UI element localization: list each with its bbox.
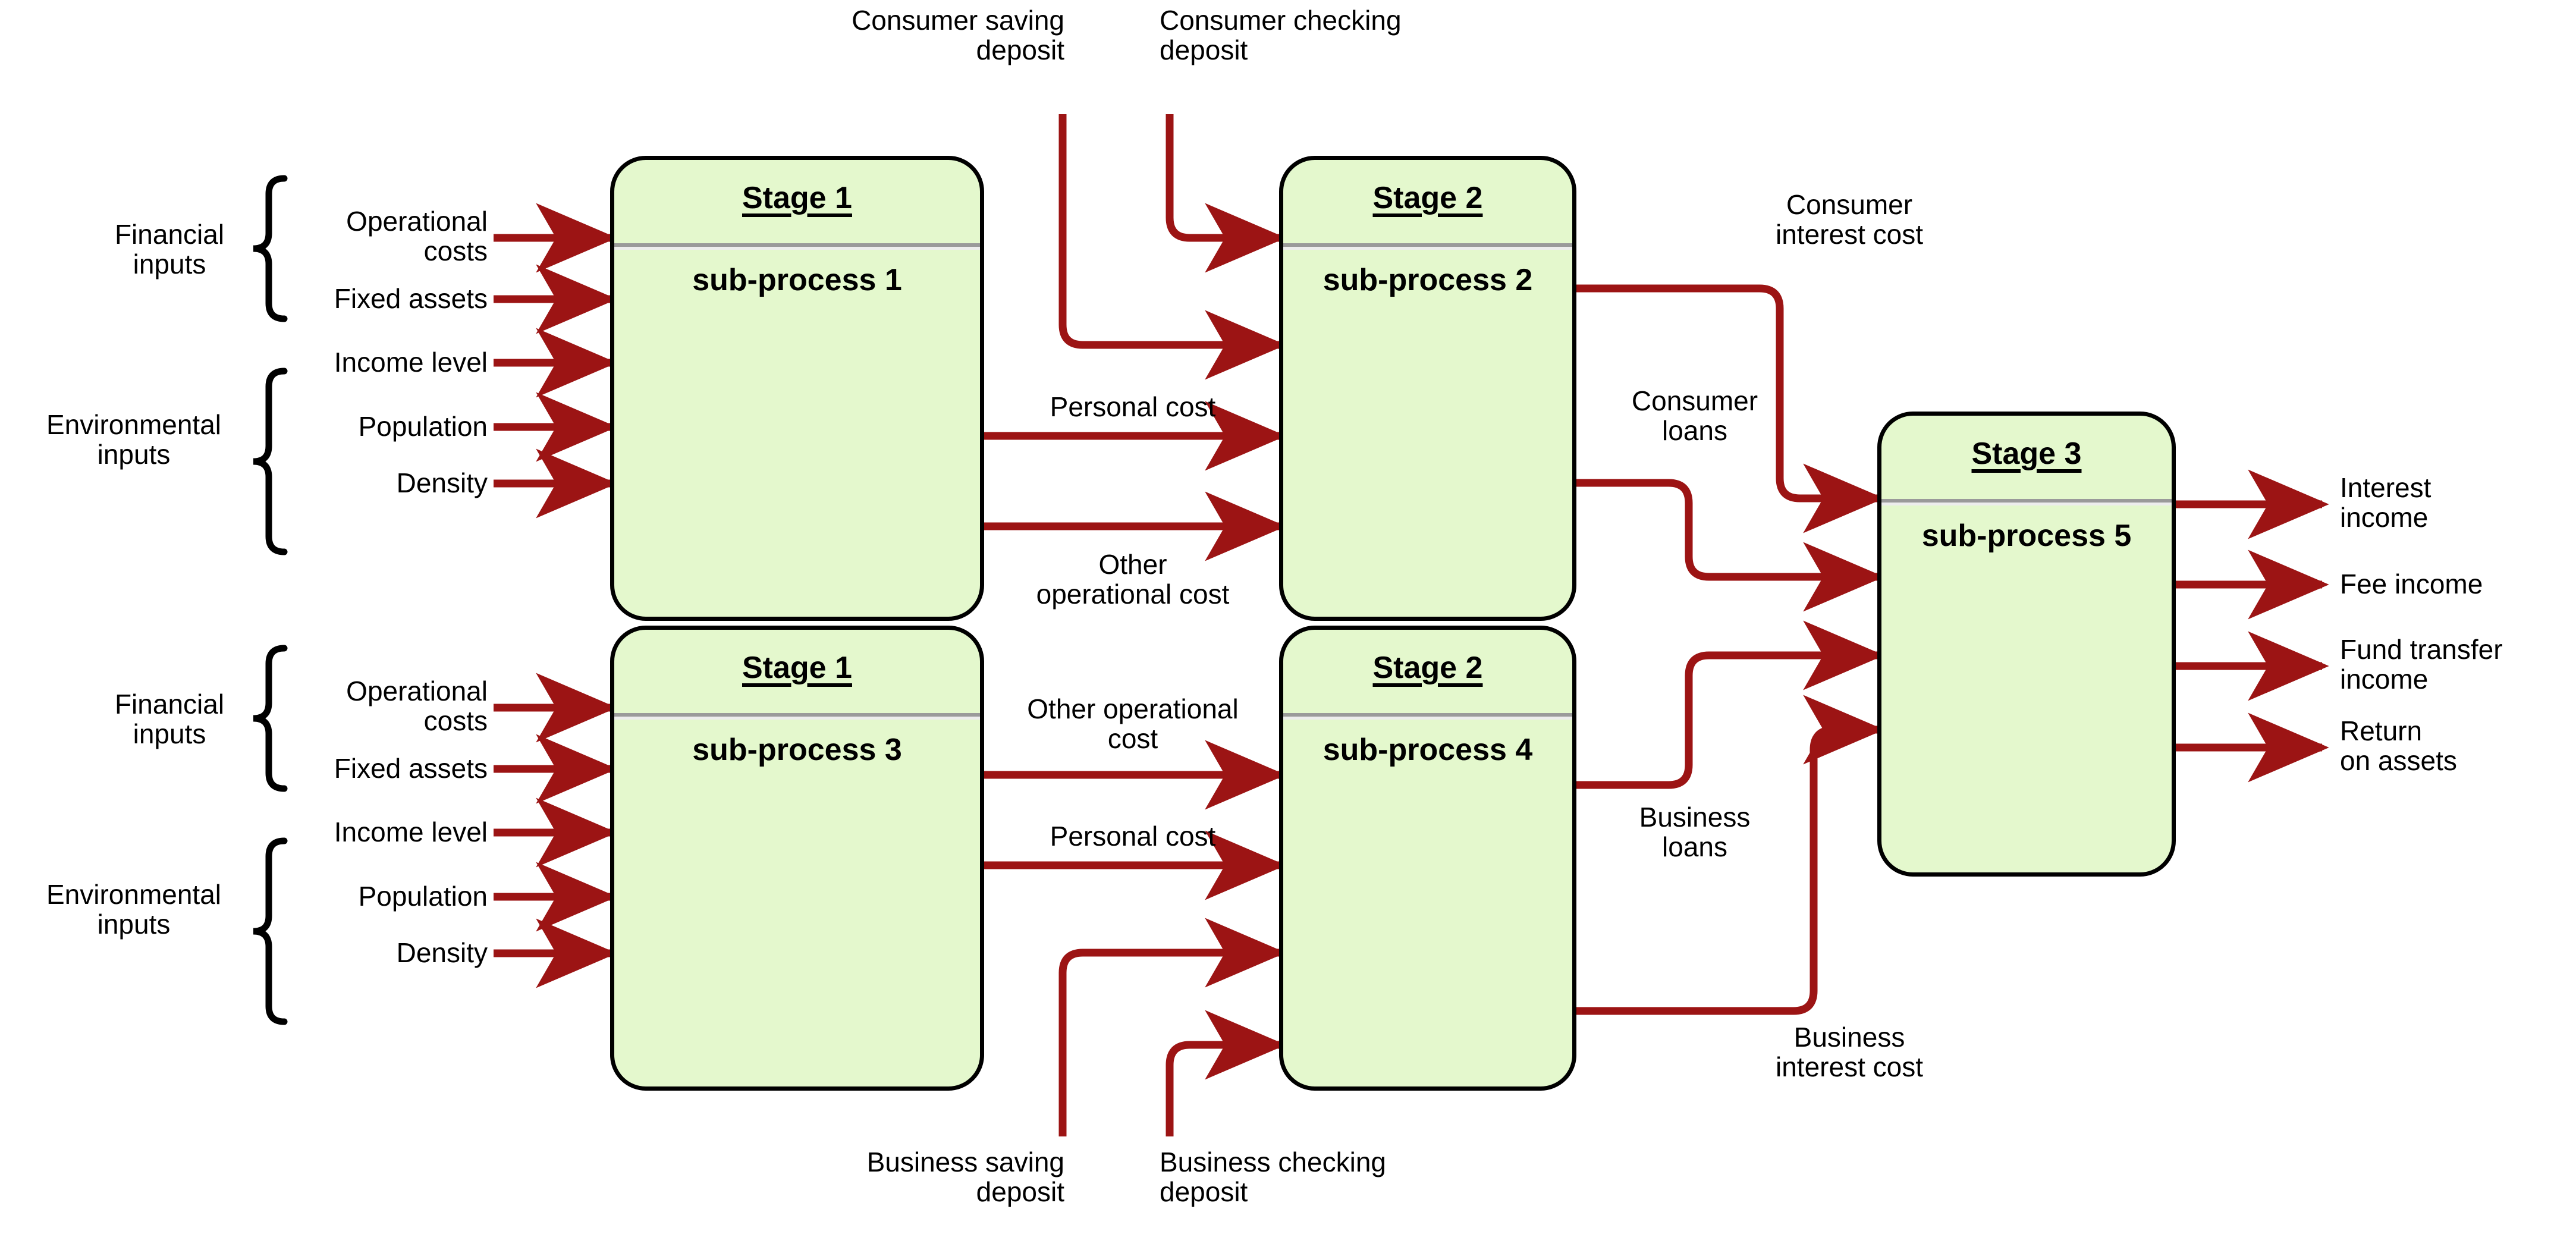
brace-financial-inputs-bottom (253, 645, 288, 792)
input-label-population-top: Population (358, 411, 488, 442)
arrow-business-loans (1575, 620, 1884, 789)
node-divider (1283, 713, 1572, 720)
flow-label-personal-cost-bottom: Personal cost (1050, 821, 1216, 852)
external-input-label-business-saving-deposit: Business saving deposit (866, 1147, 1064, 1207)
arrow-business-saving-deposit (1058, 918, 1286, 1136)
arrow-consumer-checking-deposit (1166, 114, 1286, 273)
group-label-financial-inputs-top: Financial inputs (114, 219, 225, 280)
flow-label-personal-cost-top: Personal cost (1050, 391, 1216, 422)
output-label-fund-transfer-income: Fund transfer income (2340, 634, 2503, 695)
flow-label-other-operational-cost-bottom: Other operational cost (1027, 693, 1239, 754)
group-label-financial-inputs-bottom: Financial inputs (114, 689, 225, 749)
external-input-label-business-checking-deposit: Business checking deposit (1160, 1147, 1386, 1207)
node-sub-process-3[interactable]: Stage 1 sub-process 3 (610, 626, 984, 1091)
node-divider (1881, 499, 2172, 505)
output-label-return-on-assets: Return on assets (2340, 715, 2457, 776)
arrow-business-interest-cost (1575, 695, 1884, 1015)
node-divider (1283, 243, 1572, 250)
arrow-business-interest-deposit (1166, 1010, 1286, 1136)
output-label-fee-income: Fee income (2340, 569, 2483, 599)
flow-label-other-operational-cost-top: Other operational cost (1036, 549, 1230, 610)
node-divider (614, 713, 980, 720)
brace-environmental-inputs-top (253, 368, 288, 555)
node-stage-label: Stage 2 (1372, 181, 1483, 215)
node-stage-label: Stage 1 (742, 181, 852, 215)
group-label-environmental-inputs-bottom: Environmental inputs (46, 879, 222, 940)
node-sub-process-2[interactable]: Stage 2 sub-process 2 (1279, 156, 1576, 621)
node-subprocess-label: sub-process 5 (1921, 519, 2132, 553)
brace-financial-inputs-top (253, 175, 288, 322)
node-sub-process-1[interactable]: Stage 1 sub-process 1 (610, 156, 984, 621)
node-subprocess-label: sub-process 3 (692, 733, 902, 767)
node-sub-process-4[interactable]: Stage 2 sub-process 4 (1279, 626, 1576, 1091)
input-label-population-bottom: Population (358, 881, 488, 912)
flow-label-business-interest-cost: Business interest cost (1776, 1022, 1923, 1082)
node-divider (614, 243, 980, 250)
external-input-label-consumer-saving-deposit: Consumer saving deposit (852, 5, 1064, 65)
input-label-density-bottom: Density (396, 937, 488, 968)
node-subprocess-label: sub-process 2 (1322, 263, 1533, 297)
node-subprocess-label: sub-process 4 (1322, 733, 1533, 767)
input-label-fixed-assets-bottom: Fixed assets (334, 753, 488, 784)
node-subprocess-label: sub-process 1 (692, 263, 902, 297)
input-label-fixed-assets-top: Fixed assets (334, 283, 488, 314)
input-label-density-top: Density (396, 467, 488, 498)
arrow-consumer-saving-deposit (1058, 114, 1286, 380)
node-stage-label: Stage 2 (1372, 651, 1483, 685)
node-sub-process-5[interactable]: Stage 3 sub-process 5 (1877, 412, 2176, 877)
flow-label-consumer-loans: Consumer loans (1631, 385, 1758, 446)
flow-label-business-loans: Business loans (1639, 802, 1751, 862)
input-label-operational-costs-bottom: Operational costs (346, 676, 488, 736)
group-label-environmental-inputs-top: Environmental inputs (46, 409, 222, 470)
external-input-label-consumer-checking-deposit: Consumer checking deposit (1160, 5, 1402, 65)
input-label-operational-costs-top: Operational costs (346, 206, 488, 266)
arrow-consumer-loans (1575, 479, 1884, 612)
node-stage-label: Stage 3 (1971, 436, 2082, 471)
brace-environmental-inputs-bottom (253, 837, 288, 1025)
input-label-income-level-bottom: Income level (334, 817, 488, 847)
arrow-consumer-interest-cost (1575, 284, 1884, 533)
output-label-interest-income: Interest income (2340, 472, 2432, 533)
flow-label-consumer-interest-cost: Consumer interest cost (1776, 189, 1923, 250)
node-stage-label: Stage 1 (742, 651, 852, 685)
input-label-income-level-top: Income level (334, 347, 488, 378)
